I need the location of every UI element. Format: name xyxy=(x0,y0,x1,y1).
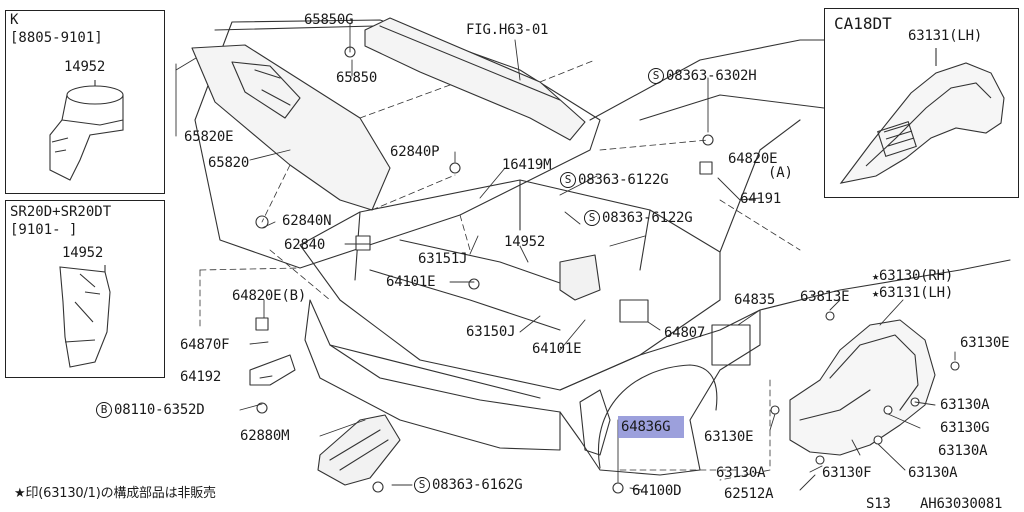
bracket xyxy=(249,354,296,386)
label-63130e-a: 63130E xyxy=(960,335,1010,351)
splash-shield xyxy=(579,389,611,456)
clip-63813e xyxy=(825,311,835,321)
label-64820e: 64820E xyxy=(728,151,778,167)
label-63131-lh: ★63131(LH) xyxy=(872,285,954,301)
label-63150j: 63150J xyxy=(466,324,516,340)
label-63130a-d: 63130A xyxy=(908,465,958,481)
footer-note: ★印(63130/1)の構成部品は非販売 xyxy=(14,486,216,501)
footer-model: S13 xyxy=(866,496,891,512)
inset-k-part: 14952 xyxy=(64,59,106,75)
s-prefix-icon: S xyxy=(648,68,664,84)
wheel-arch xyxy=(598,364,718,469)
battery-tray xyxy=(619,299,649,323)
label-14952: 14952 xyxy=(504,234,546,250)
inset-sr20-drawing xyxy=(59,265,111,368)
label-63813e: 63813E xyxy=(800,289,850,305)
star-marker: ★ xyxy=(872,269,880,283)
clip-64100d xyxy=(612,482,624,494)
inset-ca18dt-title: CA18DT xyxy=(834,14,892,33)
label-63130a-a: 63130A xyxy=(940,397,990,413)
clip-63130a-b xyxy=(873,435,883,445)
bolt-64820e xyxy=(702,134,714,146)
label-64820e-b: 64820E(B) xyxy=(232,288,307,304)
label-64807: 64807 xyxy=(664,325,706,341)
label-64192: 64192 xyxy=(180,369,222,385)
front-bumper xyxy=(304,299,561,451)
s-prefix-icon: S xyxy=(584,210,600,226)
grommet-62840 xyxy=(355,235,371,251)
highlight-64836g xyxy=(618,416,684,438)
inset-ca18dt-drawing xyxy=(839,48,1005,184)
s-prefix-icon: S xyxy=(414,477,430,493)
inset-sr20-date: [9101- ] xyxy=(10,222,78,238)
label-62880m: 62880M xyxy=(240,428,290,444)
label-63151j: 63151J xyxy=(418,251,468,267)
label-a-marker: (A) xyxy=(768,165,793,181)
clip-63130g xyxy=(883,405,893,415)
label-64101e-b: 64101E xyxy=(532,341,582,357)
inset-sr20-title: SR20D+SR20DT xyxy=(10,204,112,220)
footer-code: AH63030081 xyxy=(920,496,1003,512)
clip-62840p xyxy=(449,162,461,174)
label-64835: 64835 xyxy=(734,292,776,308)
nut-64820e xyxy=(699,161,713,175)
label-63130e-b: 63130E xyxy=(704,429,754,445)
star-marker: ★ xyxy=(872,286,880,300)
fender-liner xyxy=(789,319,936,456)
label-64836g[interactable]: 64836G xyxy=(621,419,671,435)
label-63130a-c: 63130A xyxy=(716,465,766,481)
label-16419m: 16419M xyxy=(502,157,552,173)
clip-63130e-b xyxy=(770,405,780,415)
inset-ca18dt-part: 63131(LH) xyxy=(908,28,983,44)
label-62840p: 62840P xyxy=(390,144,440,160)
engine-bay-outline xyxy=(299,179,721,391)
inset-sr20-part: 14952 xyxy=(62,245,104,261)
clip-64101e xyxy=(468,278,480,290)
label-62840n: 62840N xyxy=(282,213,332,229)
clip-63130e xyxy=(950,361,960,371)
inset-k-title: K xyxy=(10,12,19,28)
inset-sr20 xyxy=(5,200,165,378)
label-63130a-b: 63130A xyxy=(938,443,988,459)
label-62840: 62840 xyxy=(284,237,326,253)
label-65820: 65820 xyxy=(208,155,250,171)
b-prefix-icon: B xyxy=(96,402,112,418)
figure-id: FIG.H63-01 xyxy=(466,22,549,38)
air-guide-14952 xyxy=(559,254,601,301)
front-fender xyxy=(559,309,761,476)
label-65850: 65850 xyxy=(336,70,378,86)
label-63130-rh: ★63130(RH) xyxy=(872,268,954,284)
label-64870f: 64870F xyxy=(180,337,230,353)
label-65850g: 65850G xyxy=(304,12,354,28)
inset-k-drawing xyxy=(49,80,124,181)
label-65820e: 65820E xyxy=(184,129,234,145)
label-63130g: 63130G xyxy=(940,420,990,436)
label-64191: 64191 xyxy=(740,191,782,207)
clip-63130a-c xyxy=(815,455,825,465)
bolt-08110 xyxy=(256,402,268,414)
relay-box xyxy=(711,324,751,366)
label-64101e-a: 64101E xyxy=(386,274,436,290)
bolt-08363-6162g xyxy=(372,481,384,493)
inset-k xyxy=(5,10,165,194)
nut-64820e-b xyxy=(255,317,269,331)
hood-front-seal xyxy=(364,17,586,141)
label-64100d: 64100D xyxy=(632,483,682,499)
inset-k-date: [8805-9101] xyxy=(10,30,103,46)
air-duct xyxy=(317,414,401,486)
s-prefix-icon: S xyxy=(560,172,576,188)
label-63130f: 63130F xyxy=(822,465,872,481)
label-62512a: 62512A xyxy=(724,486,774,502)
